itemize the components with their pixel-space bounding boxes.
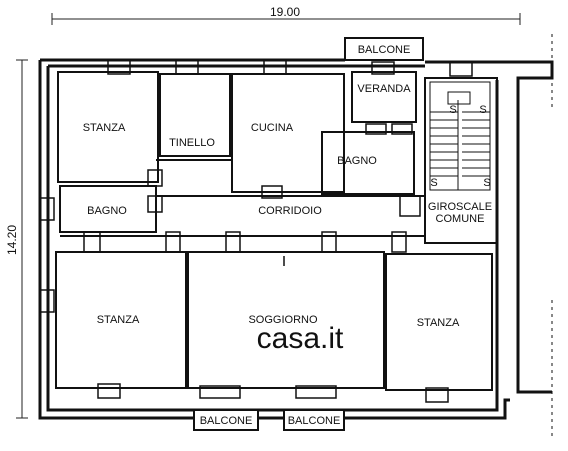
interior-walls (55, 71, 498, 391)
room-giroscale-line1: GIROSCALE (428, 201, 492, 213)
room-bagno-left: BAGNO (87, 205, 127, 217)
watermark: casa.it (257, 322, 344, 355)
exterior-walls (38, 58, 554, 420)
balcone-bottom-right-label: BALCONE (288, 415, 341, 427)
room-cucina: CUCINA (251, 122, 294, 134)
room-giroscale-line2: COMUNE (436, 213, 485, 225)
balcony-boxes (193, 37, 424, 431)
stair-mark: S (479, 104, 486, 116)
window-marks (39, 59, 473, 403)
room-bagno-right: BAGNO (337, 155, 377, 167)
room-stanza-bottom-right: STANZA (417, 317, 460, 329)
balcone-bottom-left-label: BALCONE (200, 415, 253, 427)
stair-mark: S (449, 104, 456, 116)
room-veranda: VERANDA (357, 83, 411, 95)
staircase (429, 81, 491, 191)
dimension-lines (16, 13, 521, 419)
stair-mark: S (483, 177, 490, 189)
room-tinello: TINELLO (169, 137, 215, 149)
height-dimension: 14.20 (5, 225, 19, 255)
stair-mark: S (430, 177, 437, 189)
room-corridoio: CORRIDOIO (258, 205, 322, 217)
room-stanza-bottom-left: STANZA (97, 314, 140, 326)
balcone-top-label: BALCONE (358, 44, 411, 56)
room-soggiorno: SOGGIORNO (248, 314, 318, 326)
width-dimension: 19.00 (270, 5, 300, 19)
room-stanza-top-left: STANZA (83, 122, 126, 134)
